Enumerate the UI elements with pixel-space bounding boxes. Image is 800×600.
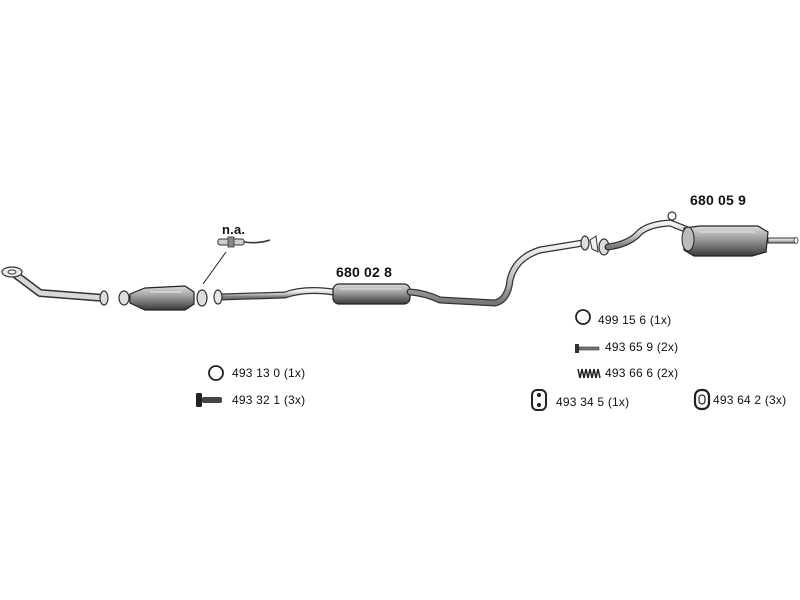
accessory-label: 493 32 1 (3x) [232,393,306,407]
front-silencer-number: 680 02 8 [336,264,393,280]
o-ring-icon [575,309,591,325]
accessory-label: 493 64 2 (3x) [713,393,787,407]
bolt-icon [575,344,600,353]
rubber-ring-icon [693,388,711,411]
accessory-label: 493 66 6 (2x) [605,366,679,380]
o-ring-icon [208,365,224,381]
accessory-label: 493 65 9 (2x) [605,340,679,354]
screw-icon [196,393,222,407]
rubber-mount-icon [531,389,547,411]
accessory-label: 493 13 0 (1x) [232,366,306,380]
intermediate-pipe [406,235,599,307]
catalytic-converter [118,285,208,311]
accessory-label: 499 15 6 (1x) [598,313,672,327]
rear-silencer-number: 680 05 9 [690,192,747,208]
front-pipe [1,266,109,306]
accessory-label: 493 34 5 (1x) [556,395,630,409]
middle-pipe [213,287,337,305]
tail-pipe [598,211,692,256]
na-label: n.a. [222,222,246,237]
lambda-sensor [202,236,271,285]
front-silencer-body [332,283,411,305]
spring-icon [577,368,601,379]
rear-silencer-body [681,225,799,257]
